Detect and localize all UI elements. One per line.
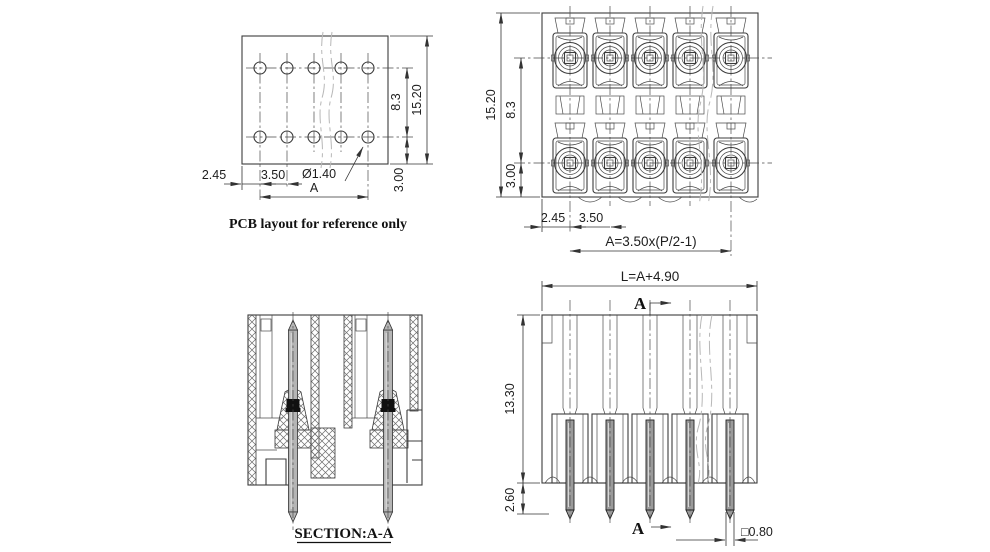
bottom-scallops [577, 196, 758, 203]
section-step-right [406, 409, 422, 483]
dim-edge-offset: 2.45 [202, 168, 226, 182]
dim-overall-height: 15.20 [410, 84, 424, 115]
connector-top-view: 15.20 8.3 3.00 2.45 3.50 A=3.50x(P/2-1) [484, 5, 772, 256]
top-view-centerlines [514, 6, 772, 256]
terminal-cells-row2 [550, 122, 751, 194]
row-links [555, 95, 746, 115]
front-corner-notches [542, 315, 757, 344]
section-cavities [256, 315, 378, 479]
dim-pin-protrusion: 2.60 [503, 488, 517, 512]
section-view: SECTION:A-A [247, 311, 423, 544]
pcb-dimensions: 8.3 15.20 3.00 2.45 3.50 Ø1.40 A [202, 35, 433, 200]
dim-pin-square: □0.80 [741, 525, 773, 539]
dim-row-spacing: 8.3 [389, 93, 403, 110]
front-break-lines [695, 314, 713, 484]
dim-bottom-offset: 3.00 [392, 168, 406, 192]
dim-bottom-offset-top: 3.00 [504, 164, 518, 188]
connector-front-view: L=A+4.90 A A 13.30 2.60 □0.80 [503, 269, 773, 546]
pcb-layout-view: 8.3 15.20 3.00 2.45 3.50 Ø1.40 A PCB lay… [202, 31, 433, 232]
dim-pitch: 3.50 [261, 168, 285, 182]
pcb-centerlines [246, 53, 413, 200]
dim-pitch-top: 3.50 [579, 211, 603, 225]
pcb-board-outline [241, 35, 389, 165]
section-label-top: A [634, 294, 647, 313]
dim-span-formula: A=3.50x(P/2-1) [605, 234, 696, 249]
dim-hole-diameter: Ø1.40 [302, 167, 336, 181]
terminal-cells-row1 [550, 17, 751, 89]
pcb-holes [253, 61, 375, 144]
section-notch-left [265, 458, 287, 485]
section-label-bottom: A [632, 519, 645, 538]
pcb-caption: PCB layout for reference only [229, 217, 407, 232]
pcb-break-lines [319, 31, 334, 169]
top-view-break-lines [697, 5, 714, 206]
front-columns [551, 299, 749, 524]
front-bottom-arcs [544, 476, 756, 484]
top-view-dimensions: 15.20 8.3 3.00 2.45 3.50 A=3.50x(P/2-1) [484, 12, 732, 254]
dim-overall-height-top: 15.20 [484, 89, 498, 120]
dim-row-spacing-top: 8.3 [504, 101, 518, 118]
section-caption: SECTION:A-A [294, 526, 393, 542]
dim-housing-height: 13.30 [503, 383, 517, 414]
dim-span: A [310, 181, 319, 195]
section-hatched-walls [247, 314, 419, 486]
front-dimensions: L=A+4.90 A A 13.30 2.60 □0.80 [503, 269, 773, 546]
dim-overall-length: L=A+4.90 [621, 269, 680, 284]
dim-edge-offset-top: 2.45 [541, 211, 565, 225]
